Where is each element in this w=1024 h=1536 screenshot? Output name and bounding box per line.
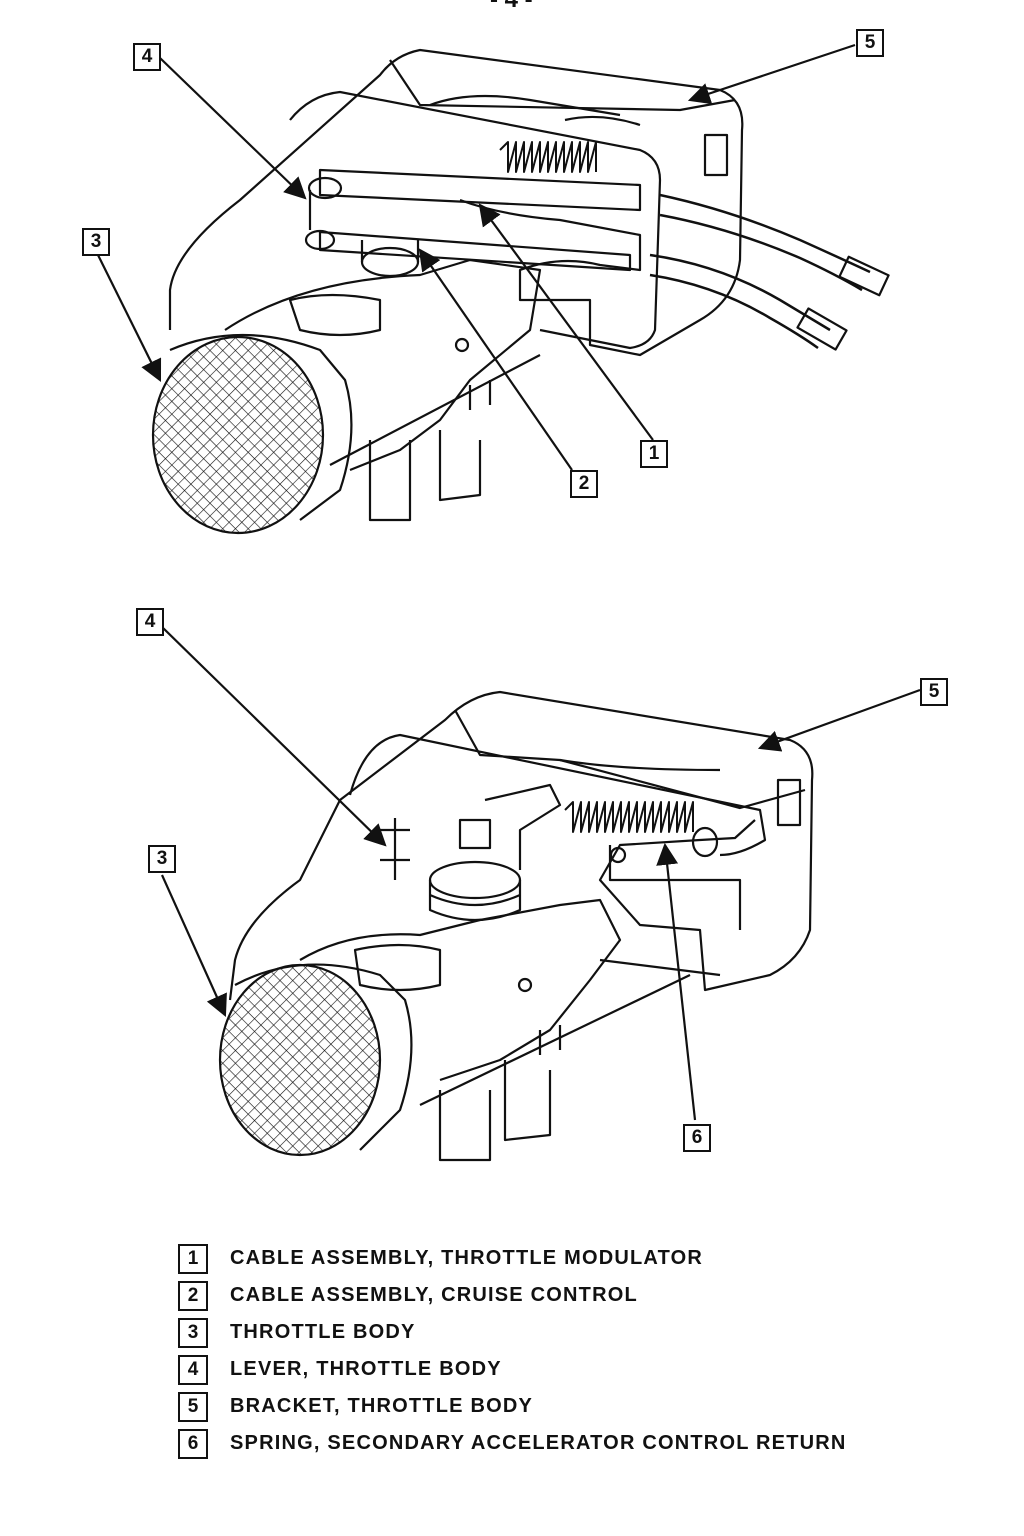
callout-bottom-5: 5 (920, 678, 948, 706)
bracket-housing-bottom (228, 690, 814, 1001)
top-figure (97, 43, 890, 535)
legend-item: 3 THROTTLE BODY (178, 1314, 847, 1351)
callout-top-4: 4 (133, 43, 161, 71)
cable-upper (659, 193, 871, 274)
throttle-inlet-bottom (218, 963, 382, 1157)
leader-bottom-6 (656, 842, 697, 1121)
callout-top-5: 5 (856, 29, 884, 57)
leader-bottom-5 (757, 688, 921, 752)
throttle-housing (224, 258, 542, 472)
parts-legend: 1 CABLE ASSEMBLY, THROTTLE MODULATOR 2 C… (178, 1240, 847, 1462)
legend-key: 5 (178, 1391, 208, 1422)
bracket-housing (168, 48, 744, 357)
leader-top-3 (97, 254, 162, 382)
legend-text: LEVER, THROTTLE BODY (230, 1358, 502, 1380)
spring-top (499, 141, 597, 173)
leader-top-4 (159, 57, 307, 200)
legend-text: THROTTLE BODY (230, 1321, 416, 1343)
throttle-housing-bottom (299, 898, 622, 1082)
legend-key: 3 (178, 1317, 208, 1348)
page-number: - 4 - (490, 0, 533, 14)
leader-top-2 (418, 248, 573, 471)
callout-top-1: 1 (640, 440, 668, 468)
legend-key: 2 (178, 1280, 208, 1311)
spring-bottom (564, 801, 694, 833)
callout-bottom-4: 4 (136, 608, 164, 636)
callout-bottom-6: 6 (683, 1124, 711, 1152)
legend-key: 6 (178, 1428, 208, 1459)
callout-bottom-3: 3 (148, 845, 176, 873)
legend-item: 2 CABLE ASSEMBLY, CRUISE CONTROL (178, 1277, 847, 1314)
leader-top-5 (687, 43, 856, 105)
legend-item: 6 SPRING, SECONDARY ACCELERATOR CONTROL … (178, 1425, 847, 1462)
leader-bottom-4 (159, 624, 387, 847)
leader-top-1 (478, 203, 654, 441)
legend-text: CABLE ASSEMBLY, CRUISE CONTROL (230, 1284, 638, 1306)
callout-top-3: 3 (82, 228, 110, 256)
legend-item: 1 CABLE ASSEMBLY, THROTTLE MODULATOR (178, 1240, 847, 1277)
legend-key: 4 (178, 1354, 208, 1385)
cable-lower (649, 253, 831, 332)
bottom-figure (159, 624, 921, 1162)
legend-text: BRACKET, THROTTLE BODY (230, 1395, 534, 1417)
leader-bottom-3 (160, 874, 227, 1018)
legend-key: 1 (178, 1243, 208, 1274)
legend-item: 4 LEVER, THROTTLE BODY (178, 1351, 847, 1388)
legend-text: CABLE ASSEMBLY, THROTTLE MODULATOR (230, 1247, 704, 1269)
throttle-inlet-top (151, 335, 325, 535)
legend-text: SPRING, SECONDARY ACCELERATOR CONTROL RE… (230, 1432, 847, 1454)
callout-top-2: 2 (570, 470, 598, 498)
legend-item: 5 BRACKET, THROTTLE BODY (178, 1388, 847, 1425)
